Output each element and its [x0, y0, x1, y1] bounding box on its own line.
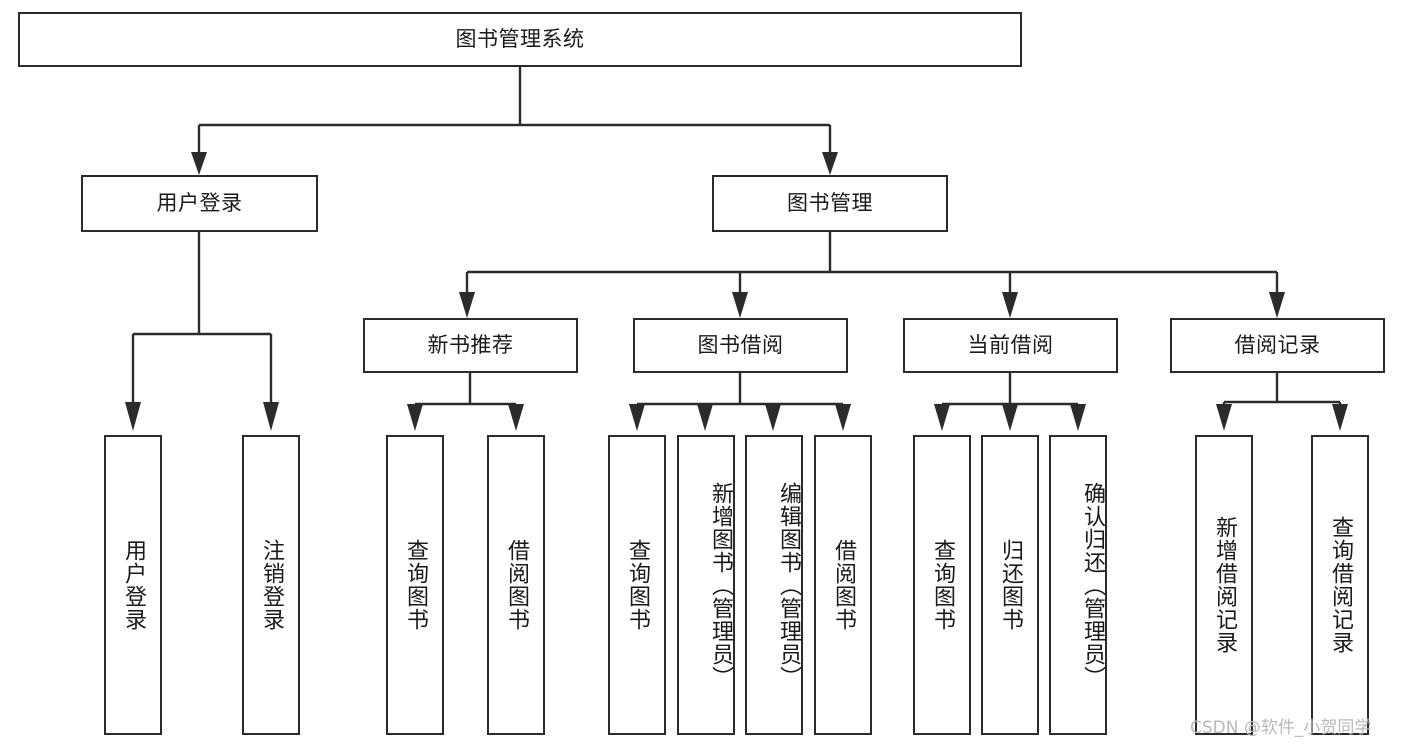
node-label: 查询图书: [624, 539, 650, 631]
node-label: 图书借阅: [697, 333, 784, 358]
leaf-current-confirm-return-admin[interactable]: 确认归还（管理员）: [1049, 435, 1107, 735]
node-root-system[interactable]: 图书管理系统: [18, 12, 1022, 67]
node-label: 新增图书（管理员）: [708, 481, 733, 689]
leaf-current-return-book[interactable]: 归还图书: [981, 435, 1039, 735]
node-label: 借阅图书: [503, 539, 529, 631]
node-label: 新增借阅记录: [1211, 516, 1237, 654]
leaf-borrow-add-book-admin[interactable]: 新增图书（管理员）: [677, 435, 735, 735]
leaf-borrow-query-book[interactable]: 查询图书: [608, 435, 666, 735]
node-label: 用户登录: [156, 191, 243, 216]
leaf-record-add-record[interactable]: 新增借阅记录: [1195, 435, 1253, 735]
node-label: 图书管理: [787, 191, 873, 216]
node-label: 图书管理系统: [455, 27, 585, 52]
leaf-borrow-borrow-book[interactable]: 借阅图书: [814, 435, 872, 735]
watermark-text: CSDN @软件_小贺同学: [1190, 718, 1372, 738]
node-borrow-record[interactable]: 借阅记录: [1170, 318, 1385, 373]
leaf-recommend-borrow-book[interactable]: 借阅图书: [487, 435, 545, 735]
node-label: 注销登录: [258, 539, 284, 631]
node-label: 归还图书: [997, 539, 1023, 631]
node-user-login[interactable]: 用户登录: [81, 175, 318, 232]
leaf-current-query-book[interactable]: 查询图书: [913, 435, 971, 735]
node-label: 查询借阅记录: [1327, 516, 1353, 654]
leaf-record-query-record[interactable]: 查询借阅记录: [1311, 435, 1369, 735]
leaf-recommend-query-book[interactable]: 查询图书: [386, 435, 444, 735]
node-label: 新书推荐: [427, 333, 514, 358]
node-label: 借阅图书: [830, 539, 856, 631]
node-book-borrow[interactable]: 图书借阅: [633, 318, 848, 373]
node-label: 编辑图书（管理员）: [776, 481, 801, 689]
node-label: 查询图书: [929, 539, 955, 631]
leaf-user-login[interactable]: 用户登录: [104, 435, 162, 735]
node-label: 用户登录: [120, 539, 146, 631]
node-current-borrow[interactable]: 当前借阅: [903, 318, 1118, 373]
node-label: 借阅记录: [1234, 333, 1321, 358]
leaf-borrow-edit-book-admin[interactable]: 编辑图书（管理员）: [745, 435, 803, 735]
node-new-book-recommend[interactable]: 新书推荐: [363, 318, 578, 373]
node-label: 当前借阅: [967, 333, 1054, 358]
node-book-management[interactable]: 图书管理: [712, 175, 948, 232]
leaf-user-logout[interactable]: 注销登录: [242, 435, 300, 735]
node-label: 确认归还（管理员）: [1080, 481, 1105, 689]
node-label: 查询图书: [402, 539, 428, 631]
